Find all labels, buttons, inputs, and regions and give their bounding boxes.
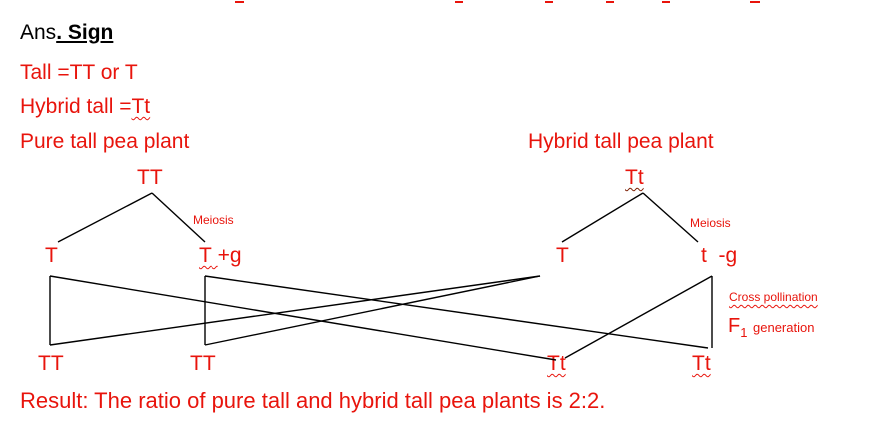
left-meiosis-label: Meiosis bbox=[193, 213, 234, 227]
right-gamete-2-letter: t bbox=[701, 244, 707, 267]
offspring-4: Tt bbox=[692, 352, 711, 375]
offspring-1: TT bbox=[38, 352, 64, 375]
left-gamete-2: T +g bbox=[199, 244, 242, 268]
hybrid-symbol-value: Tt bbox=[131, 95, 151, 118]
answer-title: . Sign bbox=[56, 21, 114, 44]
left-gamete-1: T bbox=[45, 244, 58, 267]
cross-pollination-label: Cross pollination bbox=[729, 290, 818, 304]
cross-line-c2 bbox=[204, 275, 541, 346]
right-parent-branch-1 bbox=[561, 192, 644, 243]
right-gamete-2: t -g bbox=[701, 244, 737, 268]
right-gamete-1: T bbox=[556, 244, 569, 267]
left-gamete-2-sign: +g bbox=[217, 244, 242, 267]
cross-line-c1 bbox=[49, 275, 541, 346]
right-meiosis-label: Meiosis bbox=[690, 216, 731, 230]
answer-heading: Ans. Sign bbox=[20, 21, 113, 45]
right-gamete-2-sign: -g bbox=[718, 244, 738, 267]
offspring-3: Tt bbox=[547, 352, 566, 375]
hybrid-symbol-line: Hybrid tall =Tt bbox=[20, 95, 150, 119]
f1-subscript: 1 bbox=[740, 325, 748, 340]
cross-line-a2 bbox=[49, 275, 557, 361]
left-parent-branch-2 bbox=[151, 192, 206, 243]
right-parent-branch-2 bbox=[642, 192, 699, 243]
top-edge-marks bbox=[235, 1, 760, 3]
left-parent-title: Pure tall pea plant bbox=[20, 130, 190, 153]
hybrid-symbol-prefix: Hybrid tall = bbox=[20, 95, 132, 118]
left-gamete-2-letter: T bbox=[199, 244, 212, 267]
tall-symbol-line: Tall =TT or T bbox=[20, 61, 138, 84]
result-statement: Result: The ratio of pure tall and hybri… bbox=[20, 388, 606, 413]
f1-generation-label: F1 generation bbox=[728, 315, 814, 340]
right-parent-title: Hybrid tall pea plant bbox=[528, 130, 714, 153]
cross-line-b2 bbox=[204, 275, 709, 349]
cross-line-d1 bbox=[564, 275, 713, 359]
f1-generation-word: generation bbox=[753, 320, 815, 335]
answer-prefix: Ans bbox=[20, 21, 57, 44]
left-parent-genotype: TT bbox=[137, 166, 163, 189]
offspring-2: TT bbox=[190, 352, 216, 375]
left-parent-branch-1 bbox=[57, 192, 153, 243]
f1-letter: F bbox=[728, 315, 741, 337]
right-parent-genotype: Tt bbox=[625, 166, 644, 189]
